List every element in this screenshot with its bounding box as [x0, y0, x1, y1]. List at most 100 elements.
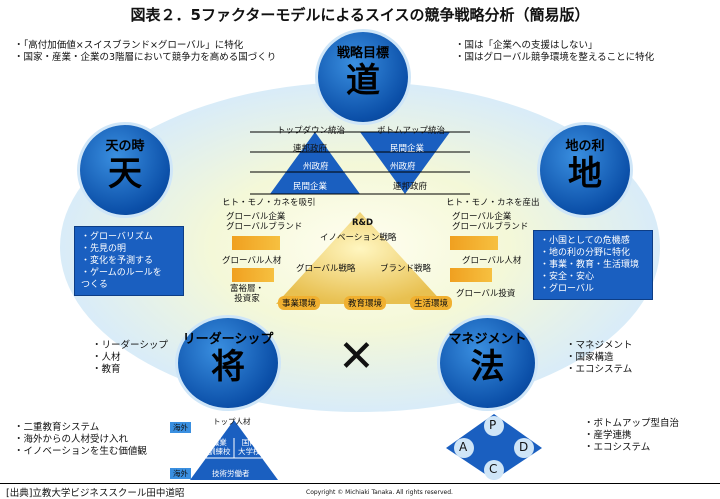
- circle-label: 戦略目標: [336, 46, 389, 61]
- left-arrow-2: [232, 268, 274, 282]
- governance-triangles: [250, 131, 470, 195]
- env-business: 事業環境: [278, 296, 321, 310]
- topdown-header: トップダウン統治: [277, 126, 346, 136]
- chi-box: 小国としての危機感 地の利の分野に特化 事業・教育・生活環境 安全・安心 グロー…: [533, 230, 653, 300]
- circle-kanji: 将: [211, 347, 245, 387]
- list-item: グローバル: [540, 283, 646, 295]
- env-education: 教育環境: [344, 296, 387, 310]
- list-item: グローバリズム: [81, 231, 177, 243]
- list-item: 国家構造: [566, 352, 633, 364]
- list-item: 安全・安心: [540, 271, 646, 283]
- circle-kanji: 地: [568, 154, 602, 194]
- right-output-3: グローバル投資: [456, 289, 516, 299]
- pdca-c: C: [489, 462, 498, 476]
- list-item: ゲームのルールを つくる: [81, 267, 177, 291]
- ten-box: グローバリズム 先見の明 変化を予測する ゲームのルールを つくる: [74, 226, 184, 296]
- list-item: 先見の明: [81, 243, 177, 255]
- overseas-top: 海外: [170, 422, 191, 433]
- env-living: 生活環境: [410, 296, 453, 310]
- left-arrow-1: [232, 236, 280, 250]
- talent-right: 国内 大学校: [238, 438, 261, 456]
- top-right-bullets: 国は「企業への支援はしない」 国はグローバル競争環境を整えることに特化: [455, 40, 655, 64]
- footer-line: [0, 483, 720, 484]
- list-item: 「高付加価値×スイスブランド×グローバル」に特化: [14, 40, 276, 52]
- circle-kanji: 道: [346, 61, 380, 101]
- list-item: 教育: [92, 364, 168, 376]
- talent-pyramid: [190, 420, 278, 480]
- bottom-right-bullets: ボトムアップ型自治 産学連携 エコシステム: [584, 418, 680, 454]
- circle-label: 地の利: [565, 139, 605, 154]
- source-text: [出典]立教大学ビジネススクール田中道昭: [6, 488, 185, 499]
- copyright-text: Copyright © Michiaki Tanaka. All rights …: [306, 489, 453, 496]
- bottomup-triangle: [360, 132, 450, 194]
- topdown-triangle: [270, 132, 360, 194]
- overseas-bottom: 海外: [170, 468, 191, 479]
- list-item: エコシステム: [584, 442, 679, 454]
- talent-bottom: 技術労働者: [212, 469, 250, 478]
- hierarchy-right-2: 州政府: [390, 162, 416, 172]
- circle-chi: 地の利 地: [540, 125, 630, 215]
- center-brand: ブランド戦略: [380, 264, 432, 274]
- talent-left: 職業 訓練校: [208, 438, 231, 456]
- left-flow-label: ヒト・モノ・カネを吸引: [222, 198, 316, 208]
- circle-ten: 天の時 天: [80, 125, 170, 215]
- circle-sho: リーダーシップ 将: [178, 318, 278, 408]
- pdca-a-circle: [454, 438, 474, 458]
- pdca-d: D: [519, 440, 529, 454]
- list-item: 二重教育システム: [14, 422, 147, 434]
- list-item: 海外からの人材受け入れ: [14, 434, 147, 446]
- pdca-c-circle: [484, 460, 504, 480]
- circle-ho: マネジメント 法: [440, 318, 535, 408]
- list-item: 国は「企業への支援はしない」: [455, 40, 654, 52]
- pdca-p-circle: [484, 416, 504, 436]
- list-item: イノベーションを生む価値観: [14, 446, 147, 458]
- left-input-3: 富裕層・ 投資家: [230, 284, 265, 304]
- list-item: 変化を予測する: [81, 255, 177, 267]
- right-output-1: グローバル企業 グローバルブランド: [452, 212, 529, 232]
- list-item: 国はグローバル競争環境を整えることに特化: [455, 52, 655, 64]
- list-item: エコシステム: [566, 364, 633, 376]
- talent-top: トップ人材: [213, 417, 251, 426]
- hierarchy-left-2: 州政府: [303, 162, 329, 172]
- circle-dao: 戦略目標 道: [318, 32, 408, 122]
- page-title: 図表２．5ファクターモデルによるスイスの競争戦略分析（簡易版）: [130, 6, 590, 24]
- right-arrow-2: [450, 268, 492, 282]
- list-item: 地の利の分野に特化: [540, 247, 646, 259]
- center-rd: R&D: [352, 218, 374, 228]
- top-left-bullets: 「高付加価値×スイスブランド×グローバル」に特化 国家・産業・企業の3階層におい…: [14, 40, 277, 64]
- hierarchy-right-3: 連邦政府: [393, 182, 428, 192]
- bottom-left-bullets: 二重教育システム 海外からの人材受け入れ イノベーションを生む価値観: [14, 422, 147, 458]
- center-global: グローバル戦略: [296, 264, 356, 274]
- pdca-d-circle: [514, 438, 534, 458]
- hierarchy-left-3: 民間企業: [293, 182, 328, 192]
- cross-icon: ✕: [338, 331, 375, 382]
- center-pyramid: [276, 212, 444, 304]
- list-item: リーダーシップ: [92, 340, 168, 352]
- hierarchy-right-1: 民間企業: [390, 144, 425, 154]
- pdca-p: P: [489, 418, 497, 432]
- circle-label: 天の時: [105, 139, 145, 154]
- bottomup-header: ボトムアップ統治: [377, 126, 446, 136]
- pdca-diagram: [446, 414, 542, 480]
- left-input-2: グローバル人材: [222, 256, 282, 266]
- circle-label: マネジメント: [448, 332, 527, 347]
- pdca-a: A: [459, 440, 468, 454]
- right-arrow-1: [450, 236, 498, 250]
- hierarchy-left-1: 連邦政府: [293, 144, 328, 154]
- center-innovation: イノベーション戦略: [320, 233, 397, 243]
- list-item: マネジメント: [566, 340, 633, 352]
- circle-kanji: 法: [470, 347, 505, 387]
- list-item: 産学連携: [584, 430, 679, 442]
- left-input-1: グローバル企業 グローバルブランド: [226, 212, 303, 232]
- circle-label: リーダーシップ: [182, 332, 274, 347]
- sho-bullets: リーダーシップ 人材 教育: [92, 340, 168, 376]
- right-flow-label: ヒト・モノ・カネを産出: [446, 198, 540, 208]
- list-item: 国家・産業・企業の3階層において競争力を高める国づくり: [14, 52, 277, 64]
- list-item: ボトムアップ型自治: [584, 418, 680, 430]
- ho-bullets: マネジメント 国家構造 エコシステム: [566, 340, 633, 376]
- pyramid-shape: [276, 212, 444, 304]
- circle-kanji: 天: [108, 154, 142, 194]
- pdca-diamond: [446, 414, 542, 480]
- right-output-2: グローバル人材: [462, 256, 522, 266]
- list-item: 人材: [92, 352, 168, 364]
